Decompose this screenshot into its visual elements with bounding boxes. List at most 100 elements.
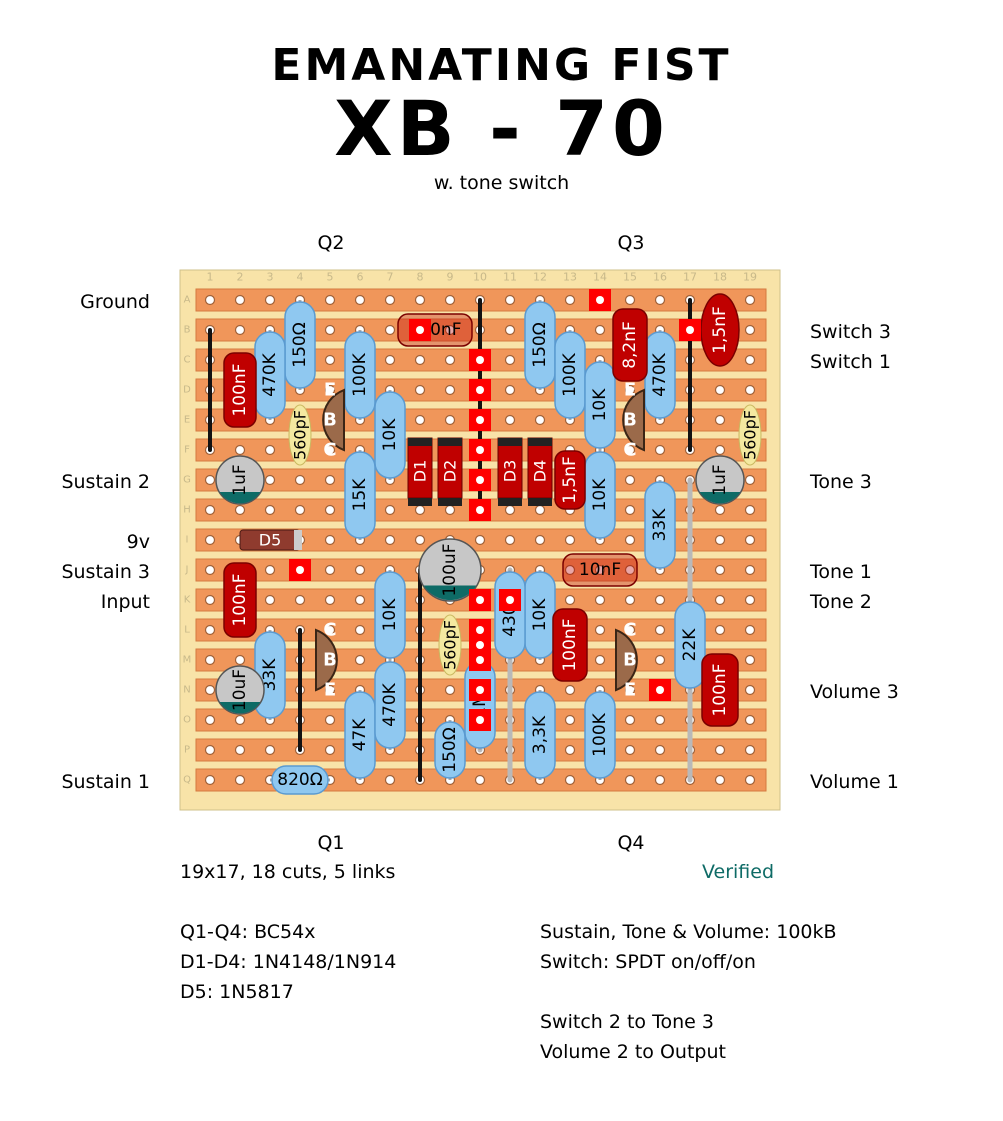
solder-hole xyxy=(624,744,636,756)
capacitor-100nf-d-value: 100nF xyxy=(560,618,580,671)
resistor-470k-a-value: 470K xyxy=(260,352,280,396)
solder-hole xyxy=(564,534,576,546)
track-cut-hole xyxy=(476,416,484,424)
diode-d1 xyxy=(407,437,433,499)
ceramic-560p-c xyxy=(438,614,462,676)
solder-hole xyxy=(204,564,216,576)
solder-hole xyxy=(354,624,366,636)
resistor-10k-a xyxy=(584,361,616,449)
solder-hole xyxy=(744,684,756,696)
column-index-label: 3 xyxy=(267,271,274,284)
label-ground: Ground xyxy=(80,291,150,313)
resistor-150-b-value: 150Ω xyxy=(530,322,550,367)
subtitle: w. tone switch xyxy=(433,172,570,194)
transistor-q4 xyxy=(615,628,638,692)
resistor-10k-c-value: 10K xyxy=(590,478,610,512)
diode-d5-band xyxy=(294,530,302,550)
transistor-q2 xyxy=(322,388,345,452)
solder-hole xyxy=(354,654,366,666)
solder-hole xyxy=(414,294,426,306)
column-index-label: 18 xyxy=(713,271,727,284)
solder-hole xyxy=(714,504,726,516)
solder-hole xyxy=(564,294,576,306)
solder-hole xyxy=(474,534,486,546)
transistor-q2-pin-e: E xyxy=(324,380,336,401)
electrolytic-100uf-stripe xyxy=(423,585,477,601)
diode-d2-label: D2 xyxy=(441,460,460,483)
solder-hole xyxy=(444,354,456,366)
solder-hole xyxy=(714,414,726,426)
transistor-q4-pin-c: C xyxy=(623,620,636,641)
column-index-label: 16 xyxy=(653,271,667,284)
solder-hole xyxy=(324,564,336,576)
solder-hole xyxy=(744,594,756,606)
q1-label: Q1 xyxy=(317,832,345,854)
solder-hole xyxy=(534,504,546,516)
track-cut-hole xyxy=(476,476,484,484)
row-index-label: Q xyxy=(183,775,191,786)
label-volume-3: Volume 3 xyxy=(810,681,899,703)
diode-d4-band xyxy=(528,438,552,446)
solder-hole xyxy=(324,744,336,756)
wiring-note-1: Switch 2 to Tone 3 xyxy=(540,1011,714,1033)
label-sustain-2: Sustain 2 xyxy=(61,471,150,493)
row-index-label: L xyxy=(184,625,190,636)
capacitor-100nf-e-value: 100nF xyxy=(710,663,730,716)
resistor-33k-a xyxy=(644,481,676,569)
label-9v: 9v xyxy=(126,531,150,553)
resistor-820 xyxy=(271,765,329,795)
solder-hole xyxy=(414,534,426,546)
solder-hole xyxy=(204,594,216,606)
solder-hole xyxy=(714,594,726,606)
resistor-22k xyxy=(674,601,706,689)
track-cut-hole xyxy=(476,446,484,454)
solder-hole xyxy=(264,504,276,516)
electrolytic-10uf-value: 10uF xyxy=(230,669,250,711)
resistor-100k-b-value: 100K xyxy=(560,352,580,396)
electrolytic-1uf-b-value: 1uF xyxy=(710,464,730,495)
row-index-label: G xyxy=(183,475,191,486)
solder-hole xyxy=(264,594,276,606)
solder-hole xyxy=(564,564,576,576)
solder-hole xyxy=(264,744,276,756)
q2-label: Q2 xyxy=(317,232,345,254)
solder-hole xyxy=(594,324,606,336)
solder-hole xyxy=(534,414,546,426)
solder-hole xyxy=(234,744,246,756)
diode-d1-band xyxy=(408,498,432,506)
row-index-label: B xyxy=(184,325,191,336)
track-cut-hole xyxy=(476,686,484,694)
resistor-470k-c-value: 470K xyxy=(380,682,400,726)
solder-hole xyxy=(504,414,516,426)
diode-d4-band xyxy=(528,498,552,506)
diode-d1-band xyxy=(408,438,432,446)
solder-hole xyxy=(744,474,756,486)
solder-hole xyxy=(414,504,426,516)
solder-hole xyxy=(564,714,576,726)
solder-hole xyxy=(624,564,636,576)
solder-hole xyxy=(234,504,246,516)
solder-hole xyxy=(204,534,216,546)
resistor-10k-b-value: 10K xyxy=(380,418,400,452)
solder-hole xyxy=(744,504,756,516)
pot-spec: Sustain, Tone & Volume: 100kB xyxy=(540,921,837,943)
solder-hole xyxy=(744,624,756,636)
solder-hole xyxy=(324,354,336,366)
solder-hole xyxy=(654,444,666,456)
capacitor-1n5-b-value: 1,5nF xyxy=(560,456,580,504)
transistor-q3-pin-e: E xyxy=(624,380,636,401)
column-index-label: 5 xyxy=(327,271,334,284)
solder-hole xyxy=(444,294,456,306)
solder-hole xyxy=(624,474,636,486)
row-index-label: M xyxy=(183,655,192,666)
diode-d2-band xyxy=(438,498,462,506)
solder-hole xyxy=(234,714,246,726)
column-index-label: 17 xyxy=(683,271,697,284)
transistor-q3-pin-b: B xyxy=(623,410,637,431)
solder-hole xyxy=(324,384,336,396)
solder-hole xyxy=(654,774,666,786)
transistor-spec: Q1-Q4: BC54x xyxy=(180,921,316,943)
capacitor-10nf xyxy=(562,553,638,587)
solder-hole xyxy=(234,294,246,306)
column-index-label: 9 xyxy=(447,271,454,284)
